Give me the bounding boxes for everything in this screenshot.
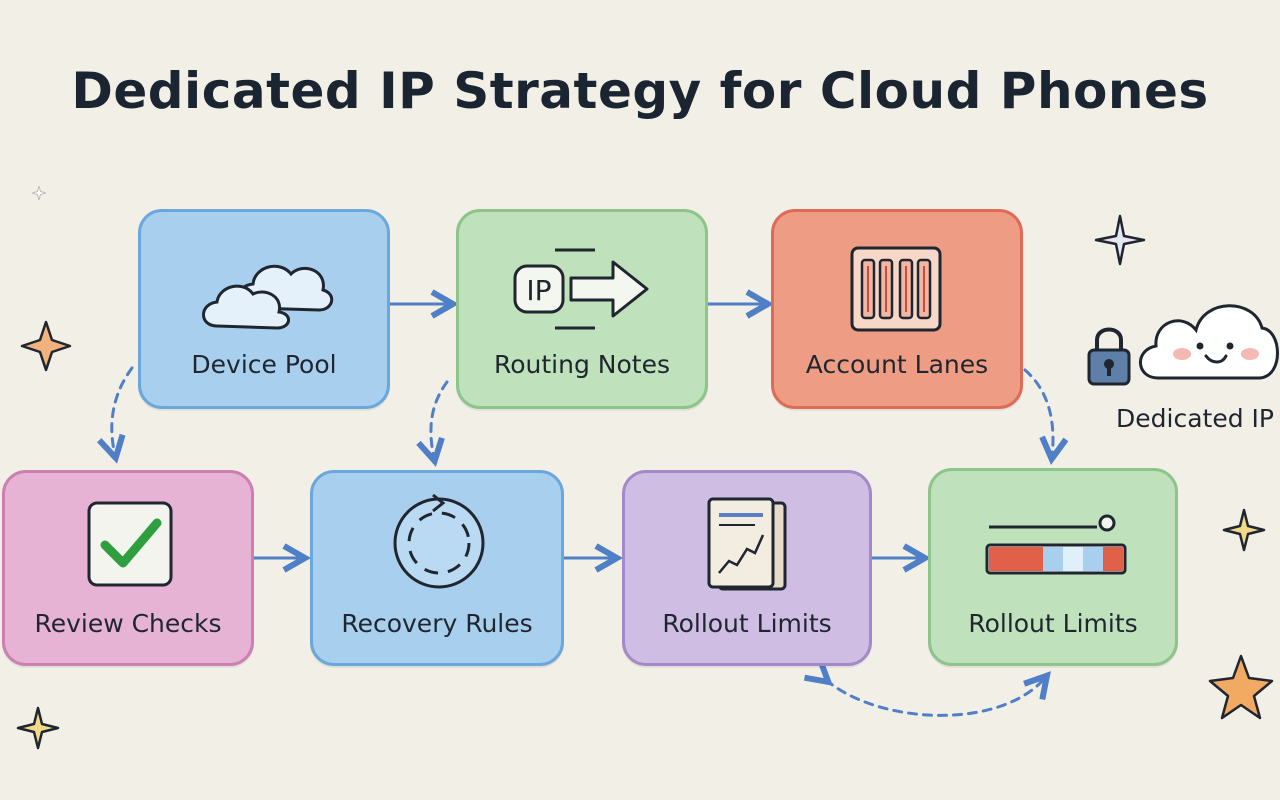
- node-routing-notes: IP Routing Notes: [456, 209, 708, 409]
- node-recovery-rules: Recovery Rules: [310, 470, 564, 666]
- dashed-account-to-rollout: [1023, 368, 1053, 456]
- smiling-cloud-icon: [1139, 304, 1279, 380]
- dashed-device-to-review: [112, 366, 134, 455]
- star-icon: [20, 320, 72, 372]
- ip-arrow-icon: IP: [513, 248, 649, 330]
- sparkle-icon: [1222, 508, 1266, 552]
- sparkle-icon: [1094, 214, 1146, 266]
- star-icon: [1208, 654, 1274, 720]
- sparkle-icon: [16, 706, 60, 750]
- node-rollout-limits-2: Rollout Limits: [928, 468, 1178, 666]
- sparkle-icon: [32, 186, 46, 200]
- cloud-icon: [202, 264, 334, 330]
- node-account-lanes: Account Lanes: [771, 209, 1023, 409]
- node-device-pool: Device Pool: [138, 209, 390, 409]
- node-label: Rollout Limits: [662, 609, 832, 638]
- report-icon: [707, 497, 787, 591]
- checkbox-icon: [87, 501, 173, 587]
- node-label: Review Checks: [34, 609, 222, 638]
- dashed-bidirectional: [826, 678, 1045, 717]
- node-review-checks: Review Checks: [2, 470, 254, 666]
- node-label: Device Pool: [191, 350, 337, 379]
- cycle-icon: [393, 493, 485, 589]
- dashed-routing-to-recovery: [431, 380, 449, 458]
- node-rollout-limits-1: Rollout Limits: [622, 470, 872, 666]
- lock-icon: [1087, 327, 1131, 386]
- svg-text:IP: IP: [526, 274, 551, 307]
- slider-bar-icon: [985, 514, 1127, 575]
- node-label: Routing Notes: [493, 350, 670, 379]
- node-label: Account Lanes: [805, 350, 989, 379]
- lanes-icon: [850, 246, 942, 332]
- node-label: Recovery Rules: [341, 609, 533, 638]
- node-label: Rollout Limits: [968, 609, 1138, 638]
- dedicated-ip-label: Dedicated IP: [1116, 404, 1274, 433]
- page-title: Dedicated IP Strategy for Cloud Phones: [71, 62, 1209, 120]
